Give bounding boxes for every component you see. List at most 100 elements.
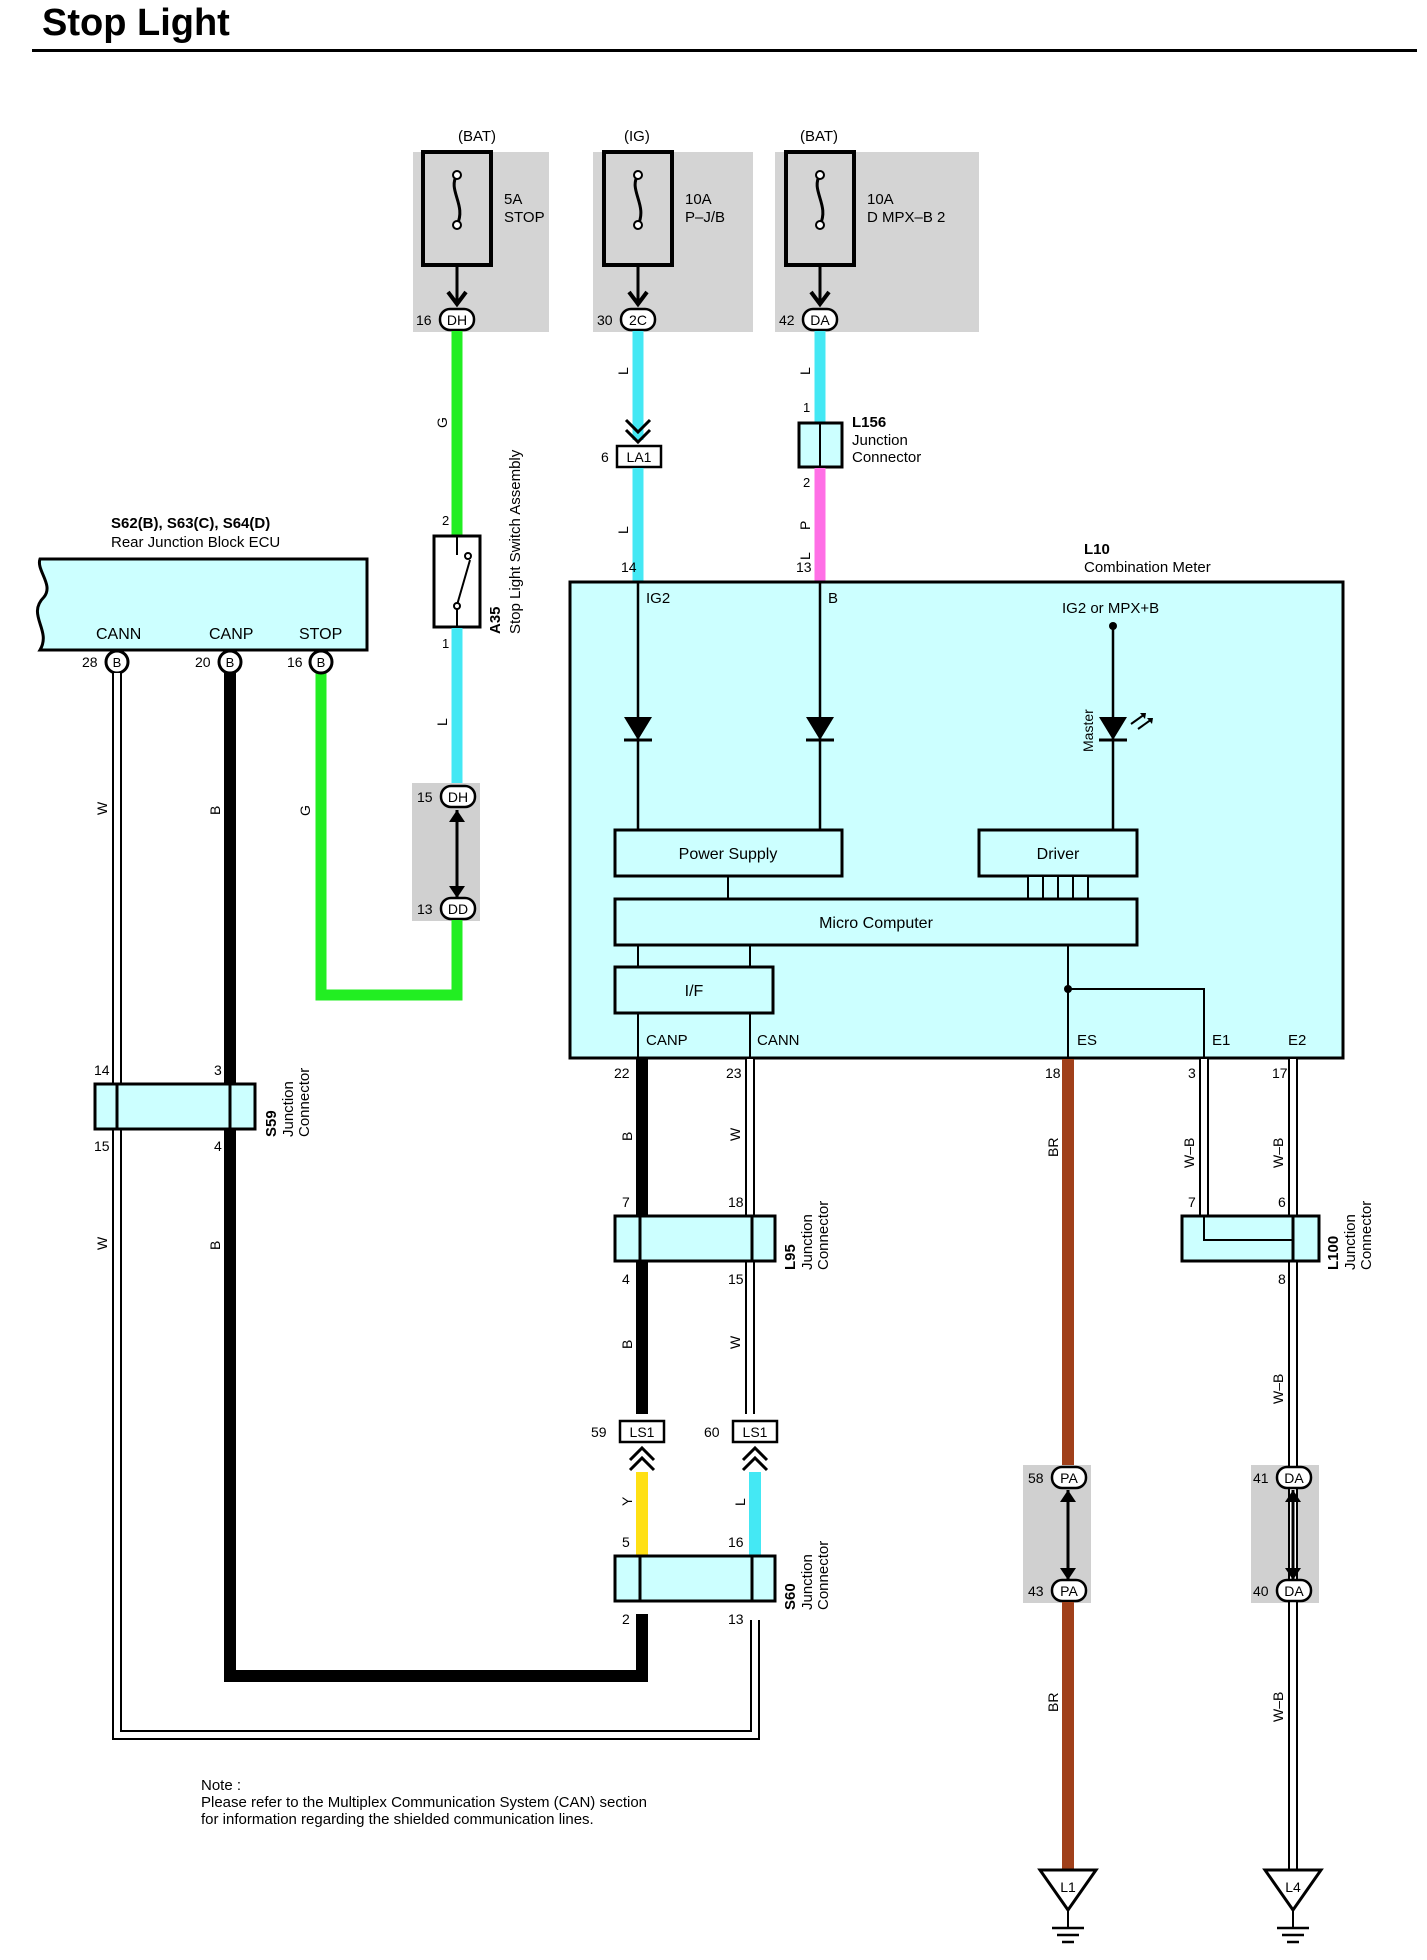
meter-label-ig2-mpx: IG2 or MPX+B xyxy=(1062,600,1159,617)
fuse-pjb-arrow-icon xyxy=(627,290,649,308)
fuse-stop-connector xyxy=(438,307,476,332)
fuse-dmpx-connector xyxy=(801,307,839,332)
junction-s59: 14 3 15 4 S59 Junction Connector xyxy=(93,1062,313,1154)
fuse-dmpx-source: (BAT) xyxy=(800,128,838,145)
rear-ecu-pin-canp: 20 xyxy=(195,654,211,670)
rear-ecu-pin-cann: 28 xyxy=(82,654,98,670)
l100-body xyxy=(1180,1214,1321,1263)
s59-pin-4: 4 xyxy=(214,1138,222,1154)
fuse-pjb-node-top xyxy=(633,170,643,180)
s60-pin-16: 16 xyxy=(728,1534,744,1550)
fuse-stop-pin: 16 xyxy=(416,312,432,328)
combination-meter: L10 Combination Meter 14 13 IG2 B IG2 or… xyxy=(568,541,1345,1081)
junction-l100: 7 6 8 L100 Junction Connector xyxy=(1180,1194,1375,1287)
meter-name: Combination Meter xyxy=(1084,559,1211,576)
ls1-cann-connector xyxy=(731,1419,779,1444)
fuse-dmpx-box xyxy=(775,152,979,332)
l95-pin-7: 7 xyxy=(622,1194,630,1210)
wire-label-g-2: G xyxy=(297,805,313,816)
meter-driver-bus xyxy=(1027,875,1089,900)
wire-label-l-6: L xyxy=(732,1498,748,1506)
rear-ecu-body xyxy=(36,557,369,652)
s60-pin-5: 5 xyxy=(622,1534,630,1550)
inline-dh-top-pin: 15 xyxy=(417,789,433,805)
l156-name-2: Connector xyxy=(852,449,921,466)
wire-label-b-2: B xyxy=(207,1241,223,1250)
inline-pa-bottom-label: PA xyxy=(1060,1583,1078,1599)
inline-pa-arrow-down-icon xyxy=(1060,1568,1076,1580)
wire-label-w-1: W xyxy=(94,801,110,815)
ground-l1: L1 xyxy=(1037,1868,1099,1944)
fuse-stop: (BAT) 5A STOP DH 16 xyxy=(413,128,549,332)
ground-l1-triangle-icon xyxy=(1037,1868,1099,1913)
ls1-canp-connector xyxy=(618,1419,666,1444)
fuse-pjb-connector-label: 2C xyxy=(629,312,647,328)
stop-switch-pin-bottom: 1 xyxy=(442,636,449,651)
wire-label-g-1: G xyxy=(434,417,450,428)
inline-dd-bottom-label: DD xyxy=(448,901,468,917)
fuse-dmpx-arrow-icon xyxy=(809,290,831,308)
inline-da-top-connector xyxy=(1275,1465,1313,1490)
s60-name-1: Junction xyxy=(799,1554,816,1610)
s59-pin-3: 3 xyxy=(214,1062,222,1078)
fuse-dmpx-rating: 10A xyxy=(867,191,894,208)
fuse-pjb-name: P–J/B xyxy=(685,209,725,226)
fuse-stop-node-top xyxy=(452,170,462,180)
page-title: Stop Light xyxy=(42,2,230,44)
fuse-pjb: (IG) 10A P–J/B 2C 30 xyxy=(593,128,753,332)
wire-label-wb-2: W–B xyxy=(1270,1138,1286,1168)
rear-ecu-pin-canp-label: B xyxy=(226,655,235,670)
ls1-cann-pin: 60 xyxy=(704,1424,720,1440)
meter-driver-label: Driver xyxy=(1037,846,1080,863)
fuse-dmpx-node-top xyxy=(815,170,825,180)
fuse-dmpx-connector-label: DA xyxy=(810,312,830,328)
inline-da-top-pin: 41 xyxy=(1253,1470,1269,1486)
note-line-1: Please refer to the Multiplex Communicat… xyxy=(201,1794,648,1811)
meter-micro-computer xyxy=(613,897,1139,947)
fuse-stop-name: STOP xyxy=(504,209,545,226)
inline-da-top-label: DA xyxy=(1284,1470,1304,1486)
inline-pa-bottom-connector xyxy=(1050,1578,1088,1603)
ls1-canp: LS1 59 xyxy=(591,1419,666,1472)
wire-label-p-1: P xyxy=(797,521,813,530)
s59-code: S59 xyxy=(263,1110,280,1137)
l156-code: L156 xyxy=(852,414,886,431)
stop-switch-code: A35 xyxy=(487,606,504,634)
rear-ecu-name: Rear Junction Block ECU xyxy=(111,534,280,551)
junction-l156: 1 2 L156 Junction Connector xyxy=(797,400,921,490)
wire-label-l-5: L xyxy=(797,552,813,560)
rear-ecu-term-cann: CANN xyxy=(96,626,141,643)
meter-label-master: Master xyxy=(1080,709,1096,752)
la1-connector xyxy=(615,444,663,469)
s60-name-2: Connector xyxy=(815,1541,832,1610)
meter-e1-internal xyxy=(1068,988,1205,1058)
s59-name-1: Junction xyxy=(280,1081,297,1137)
fuse-pjb-pin: 30 xyxy=(597,312,613,328)
stop-switch-contact-bottom xyxy=(453,602,461,610)
fuse-pjb-connector xyxy=(619,307,657,332)
meter-code: L10 xyxy=(1084,541,1110,558)
ls1-cann: LS1 60 xyxy=(704,1419,779,1472)
la1-pin: 6 xyxy=(601,449,609,465)
l156-pin-bottom: 2 xyxy=(803,475,810,490)
meter-pin-18: 18 xyxy=(1045,1065,1061,1081)
ground-l4-triangle-icon xyxy=(1262,1868,1324,1913)
meter-label-ig2: IG2 xyxy=(646,590,670,607)
meter-label-e2: E2 xyxy=(1288,1032,1306,1049)
meter-label-canp: CANP xyxy=(646,1032,688,1049)
s59-pin-14: 14 xyxy=(94,1062,110,1078)
l156-name-1: Junction xyxy=(852,432,908,449)
fuse-dmpx-pin: 42 xyxy=(779,312,795,328)
fuse-stop-arrow-icon xyxy=(446,290,468,308)
l100-name-1: Junction xyxy=(1342,1214,1359,1270)
rear-ecu-term-canp: CANP xyxy=(209,626,253,643)
stop-switch-contact-top xyxy=(464,552,472,560)
inline-dh-arrow-down-icon xyxy=(449,886,465,898)
meter-label-e1: E1 xyxy=(1212,1032,1230,1049)
ground-l4-label: L4 xyxy=(1285,1879,1301,1895)
title-rule xyxy=(32,49,1417,52)
meter-b-diode-icon xyxy=(806,717,834,740)
s60-body xyxy=(613,1554,777,1603)
wire-label-l-4: L xyxy=(797,367,813,375)
inline-da-arrow-up-icon xyxy=(1285,1490,1301,1502)
